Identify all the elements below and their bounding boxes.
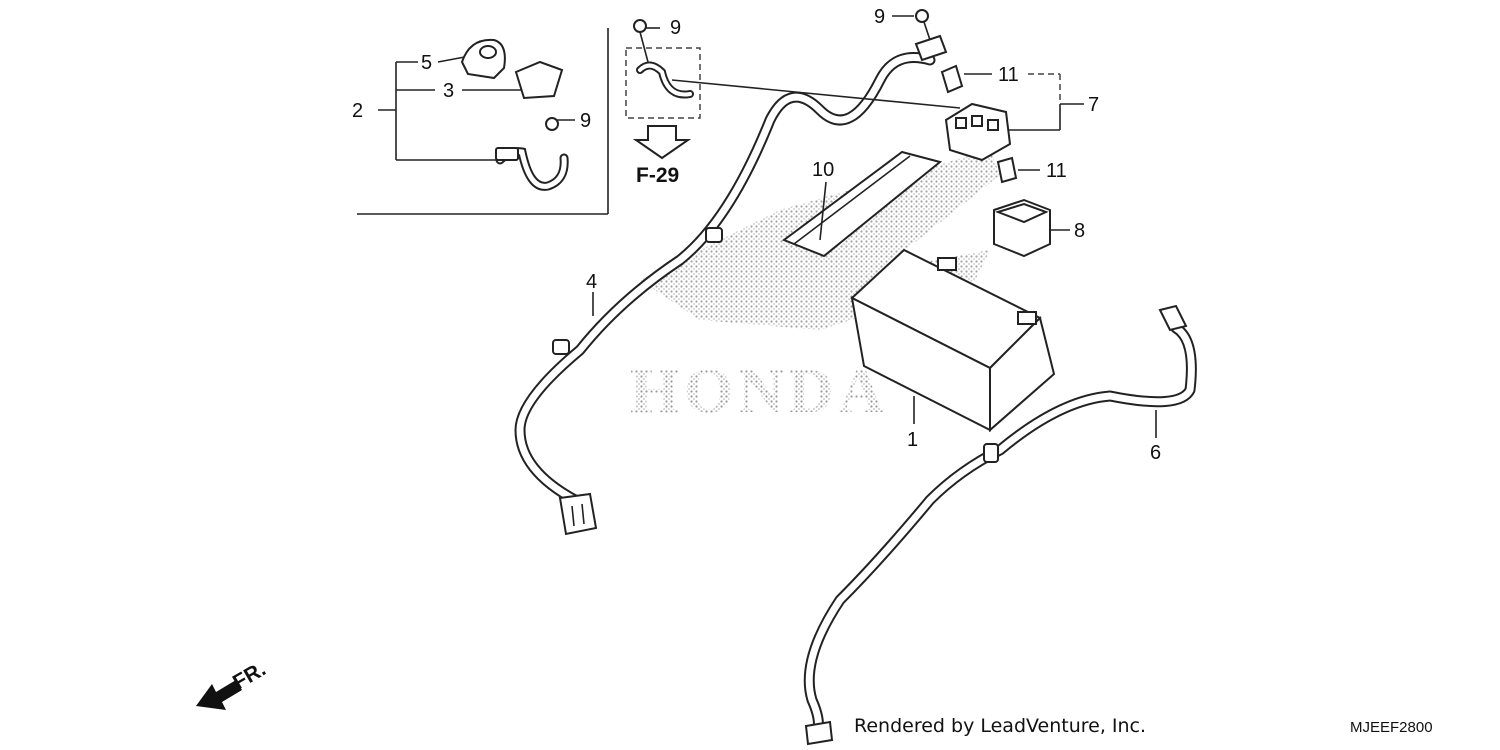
bolt-9-top-right [892,9,931,41]
reference-arrow-icon [632,125,692,160]
front-direction-indicator: FR. [196,657,270,710]
cable-4-connector-slot-2 [581,503,585,525]
part-9-bolt-top-left [633,19,647,33]
cable-4-connector-slot-1 [571,505,575,527]
footer-credit: Rendered by LeadVenture, Inc. [854,715,1146,737]
part-3-pad [514,60,564,100]
watermark-text: HONDA [630,355,888,426]
callout-5[interactable]: 5 [421,52,432,74]
callout-10[interactable]: 10 [812,159,834,181]
leader-10 [819,181,827,241]
reference-dashed-box [625,47,701,119]
callout-9-inset[interactable]: 9 [580,110,591,132]
part-5-terminal-cover [460,38,506,80]
inset-panel [357,28,609,215]
cable-4 [514,34,948,536]
leader-reference-to-relay [671,79,961,109]
bolt-9-stem [923,21,931,41]
part-10-battery-band [781,150,943,258]
cable-4-top-terminal [914,34,948,62]
callout-2[interactable]: 2 [352,100,363,122]
cable-6-clamp [983,443,999,463]
band-body [781,150,943,258]
callout-8[interactable]: 8 [1074,220,1085,242]
callout-9-top-left[interactable]: 9 [670,17,681,39]
part-5-hole [479,45,497,59]
callout-7[interactable]: 7 [1088,94,1099,116]
callout-3[interactable]: 3 [443,80,454,102]
relay-terminal-3 [987,119,999,131]
part-7-starter-relay [940,64,1084,184]
relay-case-opening [994,202,1049,224]
relay-terminal-1 [955,117,967,129]
relay-body [944,102,1012,162]
cable-6 [803,304,1197,746]
callout-6[interactable]: 6 [1150,442,1161,464]
reference-label: F-29 [636,164,679,187]
relay-terminal-2 [971,115,983,127]
part-9-bolt-inset [545,117,559,131]
part-8-relay-case [993,198,1070,258]
callout-11-lower[interactable]: 11 [1046,160,1067,182]
battery-terminal-negative [1017,311,1037,325]
cable-4-clamp-lower [552,339,570,355]
cable-6-top-terminal [1158,304,1188,332]
front-arrow-icon [196,680,242,710]
callout-4[interactable]: 4 [586,271,597,293]
reference-cable [638,63,692,97]
part-11-fuse-upper [940,64,964,94]
reference-f29: F-29 [625,19,701,187]
callout-1[interactable]: 1 [907,429,918,451]
inset-cable-terminal [495,147,519,161]
battery-side [989,316,1056,433]
cable-4-connector [558,492,598,536]
callout-11-upper[interactable]: 11 [998,64,1019,86]
cable-6-body [805,324,1195,732]
battery-terminal-positive [937,257,957,271]
band-edge [793,155,911,245]
part-9-bolt-top-right [915,9,929,23]
cable-6-bottom-terminal [804,720,834,746]
reference-bolt-stem [639,31,649,63]
callout-9-top-right[interactable]: 9 [874,6,885,28]
part-1-battery [850,248,1056,433]
cable-4-clamp-upper [705,227,723,243]
diagram-code: MJEEF2800 [1350,719,1433,736]
part-11-fuse-lower [996,156,1018,184]
